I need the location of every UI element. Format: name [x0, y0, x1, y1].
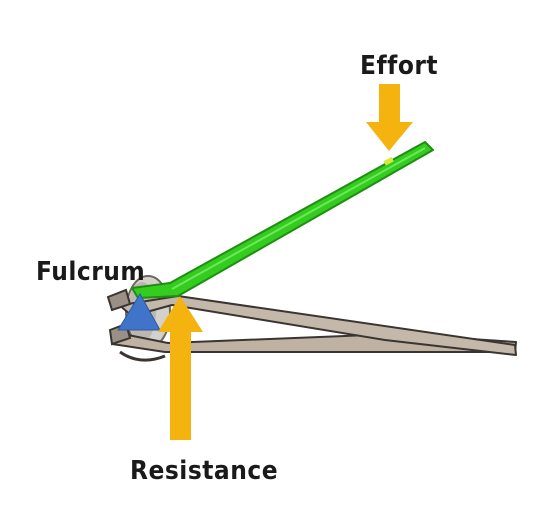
effort-arrow: [366, 84, 413, 151]
base-curve: [119, 350, 166, 362]
upper-jaw-tip: [106, 288, 132, 312]
fulcrum-triangle: [117, 293, 161, 331]
resistance-arrow: [158, 296, 203, 440]
lever-tip-marker: [383, 156, 394, 166]
lever-highlight: [171, 147, 426, 290]
lever-arm: [131, 141, 434, 299]
upper-jaw: [117, 291, 517, 356]
effort-label: Effort: [360, 51, 438, 81]
resistance-label: Resistance: [130, 456, 278, 486]
fulcrum-label: Fulcrum: [36, 257, 145, 287]
